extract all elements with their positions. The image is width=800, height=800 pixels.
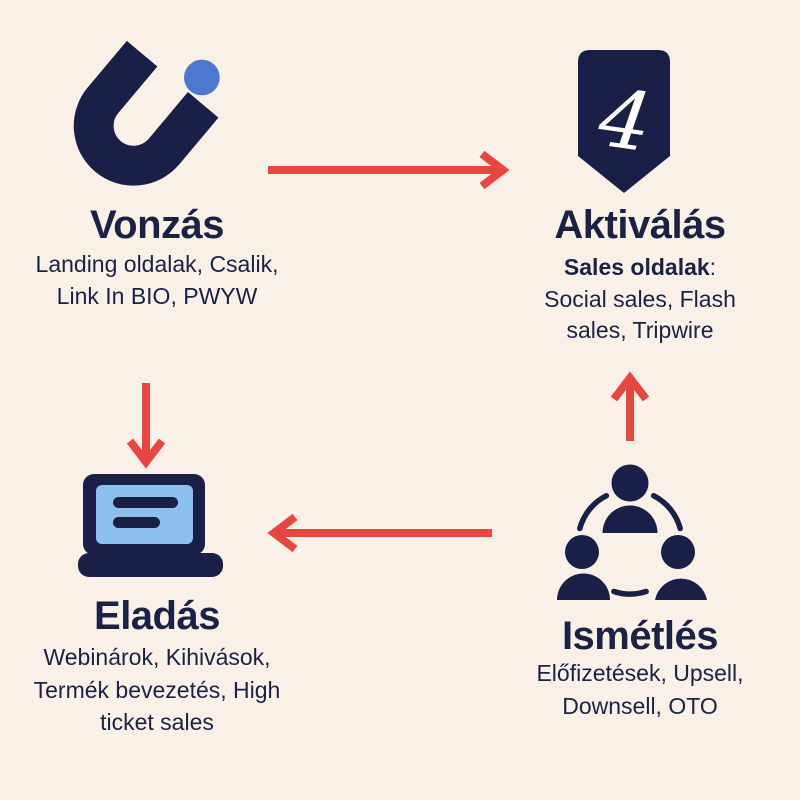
screen-text-line xyxy=(113,517,160,528)
eladas-subtext: Webinárok, Kihivások, Termék bevezetés, … xyxy=(0,641,314,739)
subtext-line: Social sales, Flash xyxy=(544,285,736,312)
subtext-line: Webinárok, Kihivások, xyxy=(43,644,271,670)
people-icon xyxy=(557,464,707,600)
arrow-ismetles-to-aktivalas xyxy=(610,371,650,441)
connection-arc xyxy=(577,492,610,532)
laptop-base xyxy=(78,553,223,577)
aktivalas-subtext: Sales oldalak: Social sales, Flash sales… xyxy=(495,252,785,347)
laptop-screen xyxy=(96,485,193,544)
arrow-vonzas-to-eladas xyxy=(126,383,166,469)
magnet-shape xyxy=(73,40,219,186)
subtext-line: Downsell, OTO xyxy=(562,692,718,719)
subtext-line: ticket sales xyxy=(100,709,214,735)
arrow-vonzas-to-aktivalas xyxy=(268,150,510,190)
badge-glyph: 4 xyxy=(593,71,657,170)
subtext-line: Termék bevezetés, High xyxy=(33,676,281,703)
person-shoulders xyxy=(557,573,610,600)
ismetles-subtext: Előfizetések, Upsell, Downsell, OTO xyxy=(495,657,785,722)
connection-arc xyxy=(611,588,649,597)
person-figures xyxy=(557,464,707,600)
subtext-line: Előfizetések, Upsell, xyxy=(536,660,744,686)
person-head xyxy=(611,464,649,502)
subtext-line: sales, Tripwire xyxy=(566,317,714,343)
laptop-icon xyxy=(78,474,223,577)
badge-4-icon: 4 xyxy=(578,50,670,193)
screen-text-line xyxy=(113,497,178,508)
subtext-lead-colon: : xyxy=(709,254,717,280)
vonzas-title: Vonzás xyxy=(89,203,225,247)
ismetles-title: Ismétlés xyxy=(561,614,719,658)
person-head xyxy=(661,535,695,569)
connection-arc xyxy=(650,492,683,532)
arrow-ismetles-to-eladas xyxy=(267,513,492,553)
badge-shape xyxy=(578,50,670,193)
vonzas-subtext: Landing oldalak, Csalik, Link In BIO, PW… xyxy=(7,249,307,312)
attracted-dot xyxy=(184,59,220,96)
eladas-title: Eladás xyxy=(94,594,220,638)
subtext-line: Landing oldalak, Csalik, xyxy=(35,251,279,277)
subtext-lead: Sales oldalak xyxy=(563,254,710,280)
person-shoulders xyxy=(655,578,707,600)
magnet-icon xyxy=(73,40,220,186)
connection-arcs xyxy=(577,492,683,597)
person-head xyxy=(565,535,599,569)
person-shoulders xyxy=(602,505,658,533)
aktivalas-title: Aktiválás xyxy=(554,203,726,247)
subtext-line: Link In BIO, PWYW xyxy=(56,282,258,309)
